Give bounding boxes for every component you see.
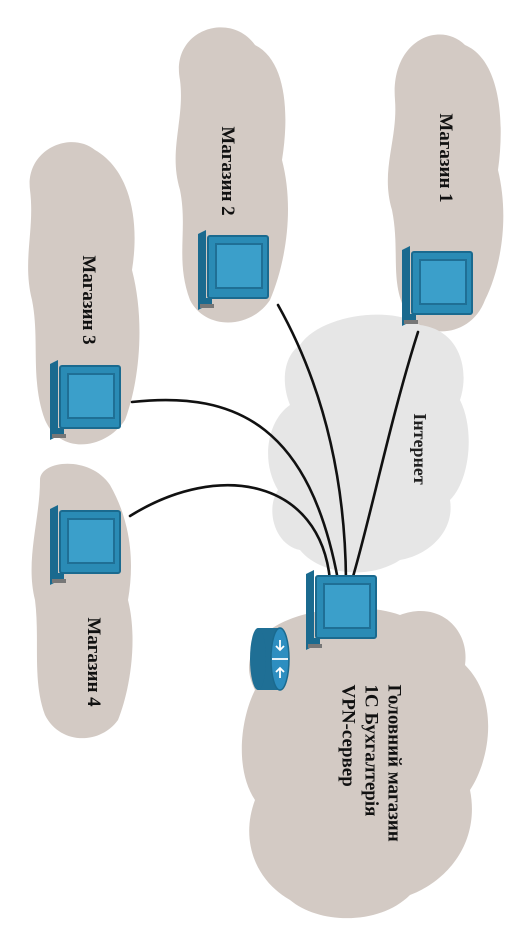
- cloud-main-office: [241, 608, 489, 919]
- computer-shop-4: [49, 504, 121, 586]
- main-office-label: Головний магазин 1С Бухгалтерія VPN-серв…: [331, 685, 406, 885]
- computer-shop-1: [401, 245, 473, 327]
- internet-label: Інтернет: [410, 413, 430, 485]
- shop-3-label: Магазин 3: [78, 255, 99, 345]
- main-office-line-2: 1С Бухгалтерія: [360, 684, 382, 817]
- shop-2-label: Магазин 2: [217, 126, 238, 216]
- main-office-line-1: Головний магазин: [383, 684, 405, 842]
- computer-shop-3: [49, 359, 121, 441]
- main-office-line-3: VPN-сервер: [337, 684, 359, 787]
- shop-4-label: Магазин 4: [83, 617, 104, 707]
- computer-main-office: [305, 569, 377, 651]
- router-icon: [250, 627, 290, 691]
- shop-1-label: Магазин 1: [435, 113, 456, 203]
- network-links: [128, 303, 420, 582]
- link-shop-3: [130, 398, 340, 582]
- cloud-internet: [268, 314, 469, 573]
- link-shop-1: [350, 330, 420, 582]
- computer-shop-2: [197, 229, 269, 311]
- link-shop-2: [276, 303, 348, 582]
- link-shop-4: [128, 484, 332, 582]
